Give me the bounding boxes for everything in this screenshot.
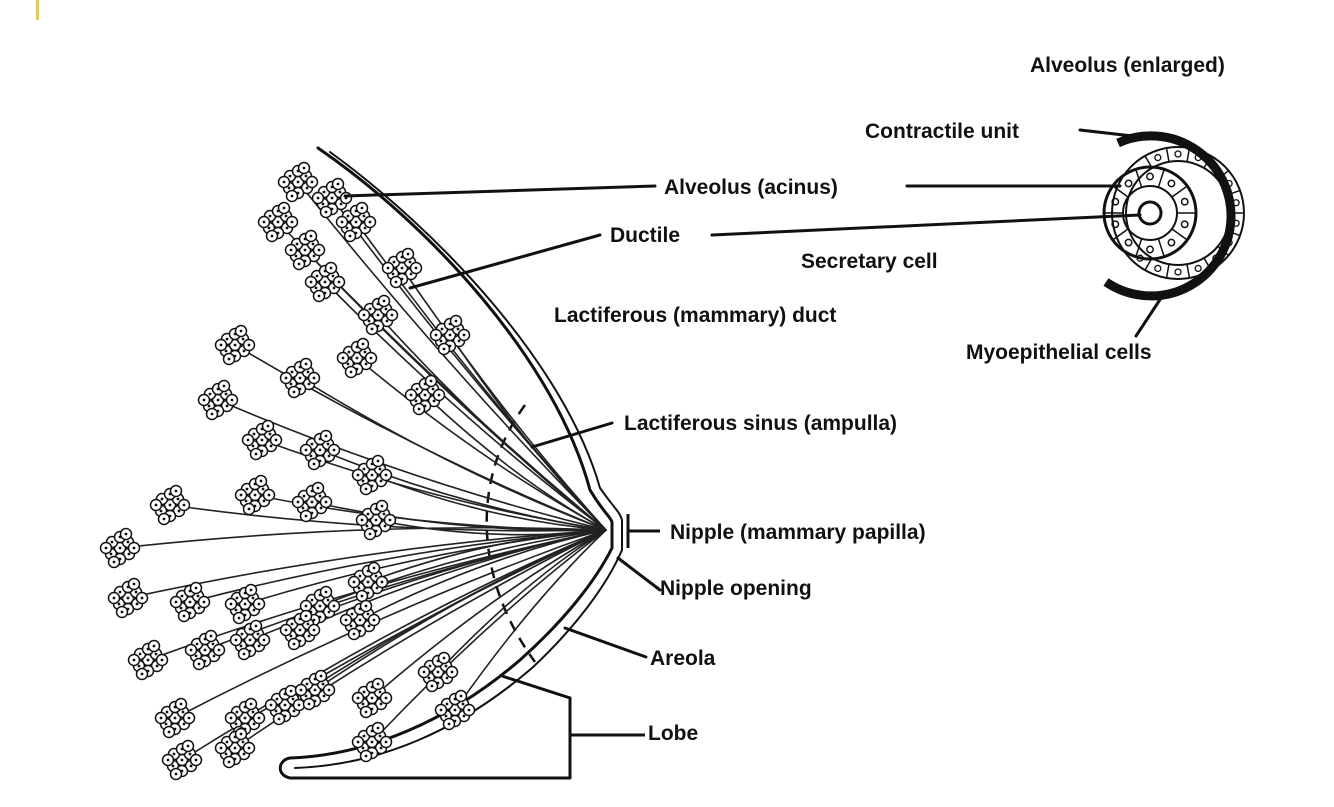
lobule-clusters	[99, 161, 476, 781]
label-lactiferous-sinus: Lactiferous sinus (ampulla)	[624, 412, 898, 435]
label-ductile: Ductile	[610, 224, 681, 247]
leader-lines	[343, 128, 1167, 659]
myoepithelial-cell-ring	[1136, 147, 1244, 279]
accent-bar	[36, 0, 39, 20]
label-alveolus-acinus: Alveolus (acinus)	[664, 176, 838, 199]
label-alveolus-enlarged: Alveolus (enlarged)	[1030, 54, 1225, 77]
label-nipple: Nipple (mammary papilla)	[670, 521, 926, 544]
label-nipple-opening: Nipple opening	[660, 577, 812, 600]
label-areola: Areola	[650, 647, 716, 670]
label-lobe: Lobe	[648, 722, 699, 745]
enlarged-alveolus	[1102, 131, 1245, 301]
label-lactiferous-duct: Lactiferous (mammary) duct	[554, 304, 837, 327]
label-secretary-cell: Secretary cell	[801, 250, 938, 273]
lobe-bracket	[501, 674, 645, 778]
label-contractile-unit: Contractile unit	[865, 120, 1020, 143]
nipple-bracket	[626, 514, 660, 548]
label-myoepithelial-cells: Myoepithelial cells	[966, 341, 1152, 364]
secretory-cell-ring	[1104, 169, 1196, 257]
